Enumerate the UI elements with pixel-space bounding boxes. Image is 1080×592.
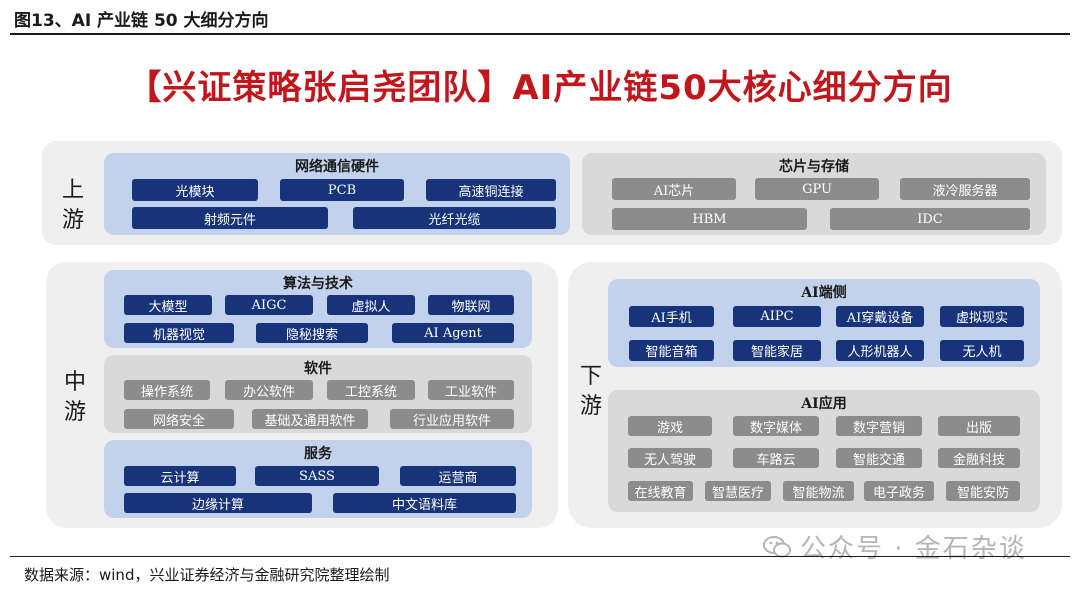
- chip-algorithm-1: AIGC: [225, 295, 313, 315]
- chip-chips-3: HBM: [612, 208, 807, 230]
- chip-network-2: 高速铜连接: [426, 179, 556, 201]
- chip-network-0: 光模块: [132, 179, 258, 201]
- chip-algorithm-3: 物联网: [428, 295, 514, 315]
- chip-app-0: 游戏: [628, 416, 712, 436]
- algorithm-title: 算法与技术: [283, 276, 353, 292]
- chip-software-4: 网络安全: [124, 409, 234, 429]
- upstream-label-text: 上游: [61, 178, 84, 233]
- downstream-label: 下游: [578, 362, 604, 422]
- chip-algorithm-0: 大模型: [124, 295, 212, 315]
- chip-app-4: 无人驾驶: [628, 448, 712, 468]
- main-title: 【兴证策略张启尧团队】AI产业链50大核心细分方向: [127, 68, 953, 108]
- chip-app-2: 数字营销: [836, 416, 922, 436]
- chip-app-3: 出版: [938, 416, 1020, 436]
- chip-network-4: 光纤光缆: [353, 207, 556, 229]
- chip-device-1: AIPC: [733, 306, 821, 327]
- chip-service-0: 云计算: [124, 466, 236, 486]
- chip-service-4: 中文语料库: [333, 493, 516, 513]
- bottom-divider: [10, 556, 1070, 557]
- chip-device-7: 无人机: [940, 340, 1024, 361]
- chip-device-2: AI穿戴设备: [836, 306, 924, 327]
- chip-app-6: 智能交通: [836, 448, 922, 468]
- chip-software-6: 行业应用软件: [390, 409, 514, 429]
- chip-device-6: 人形机器人: [836, 340, 924, 361]
- chip-service-1: SASS: [255, 466, 379, 486]
- chip-device-0: AI手机: [629, 306, 714, 327]
- chip-device-4: 智能音箱: [629, 340, 714, 361]
- chip-app-8: 在线教育: [628, 481, 693, 501]
- ai-application-title: AI应用: [801, 396, 847, 412]
- chip-app-11: 电子政务: [864, 481, 934, 501]
- chip-service-2: 运营商: [400, 466, 516, 486]
- chip-app-9: 智慧医疗: [705, 481, 771, 501]
- chip-app-10: 智能物流: [783, 481, 854, 501]
- chip-software-3: 工业软件: [428, 380, 514, 400]
- chip-algorithm-5: 隐秘搜索: [256, 323, 368, 343]
- software-title: 软件: [304, 361, 332, 377]
- watermark: 公众号 · 金石杂谈: [762, 528, 1027, 565]
- midstream-label-text: 中游: [63, 370, 86, 425]
- chips-storage-title: 芯片与存储: [779, 159, 849, 175]
- chip-algorithm-4: 机器视觉: [124, 323, 234, 343]
- upstream-label: 上游: [60, 176, 86, 236]
- chip-device-3: 虚拟现实: [940, 306, 1024, 327]
- chip-chips-1: GPU: [755, 178, 879, 200]
- chip-software-2: 工控系统: [327, 380, 415, 400]
- chip-service-3: 边缘计算: [124, 493, 312, 513]
- chip-network-1: PCB: [280, 179, 404, 201]
- network-hardware-title: 网络通信硬件: [295, 159, 379, 175]
- chip-app-5: 车路云: [733, 448, 819, 468]
- downstream-label-text: 下游: [579, 364, 602, 419]
- service-title: 服务: [304, 446, 332, 462]
- chip-app-1: 数字媒体: [733, 416, 819, 436]
- figure-title: 图13、AI 产业链 50 大细分方向: [14, 11, 269, 31]
- chip-software-0: 操作系统: [124, 380, 210, 400]
- chip-app-12: 智能安防: [946, 481, 1020, 501]
- chip-algorithm-6: AI Agent: [392, 323, 514, 343]
- chip-chips-0: AI芯片: [612, 178, 736, 200]
- chip-device-5: 智能家居: [733, 340, 821, 361]
- ai-device-title: AI端侧: [801, 285, 847, 301]
- chip-chips-2: 液冷服务器: [900, 178, 1030, 200]
- chip-chips-4: IDC: [830, 208, 1030, 230]
- watermark-text: 公众号 · 金石杂谈: [800, 534, 1027, 564]
- chip-algorithm-2: 虚拟人: [327, 295, 415, 315]
- chip-app-7: 金融科技: [938, 448, 1020, 468]
- top-divider: [10, 33, 1070, 35]
- chip-software-5: 基础及通用软件: [252, 409, 368, 429]
- chip-software-1: 办公软件: [225, 380, 313, 400]
- midstream-label: 中游: [62, 368, 88, 428]
- source-note: 数据来源：wind，兴业证券经济与金融研究院整理绘制: [24, 566, 390, 584]
- chip-network-3: 射频元件: [132, 207, 328, 229]
